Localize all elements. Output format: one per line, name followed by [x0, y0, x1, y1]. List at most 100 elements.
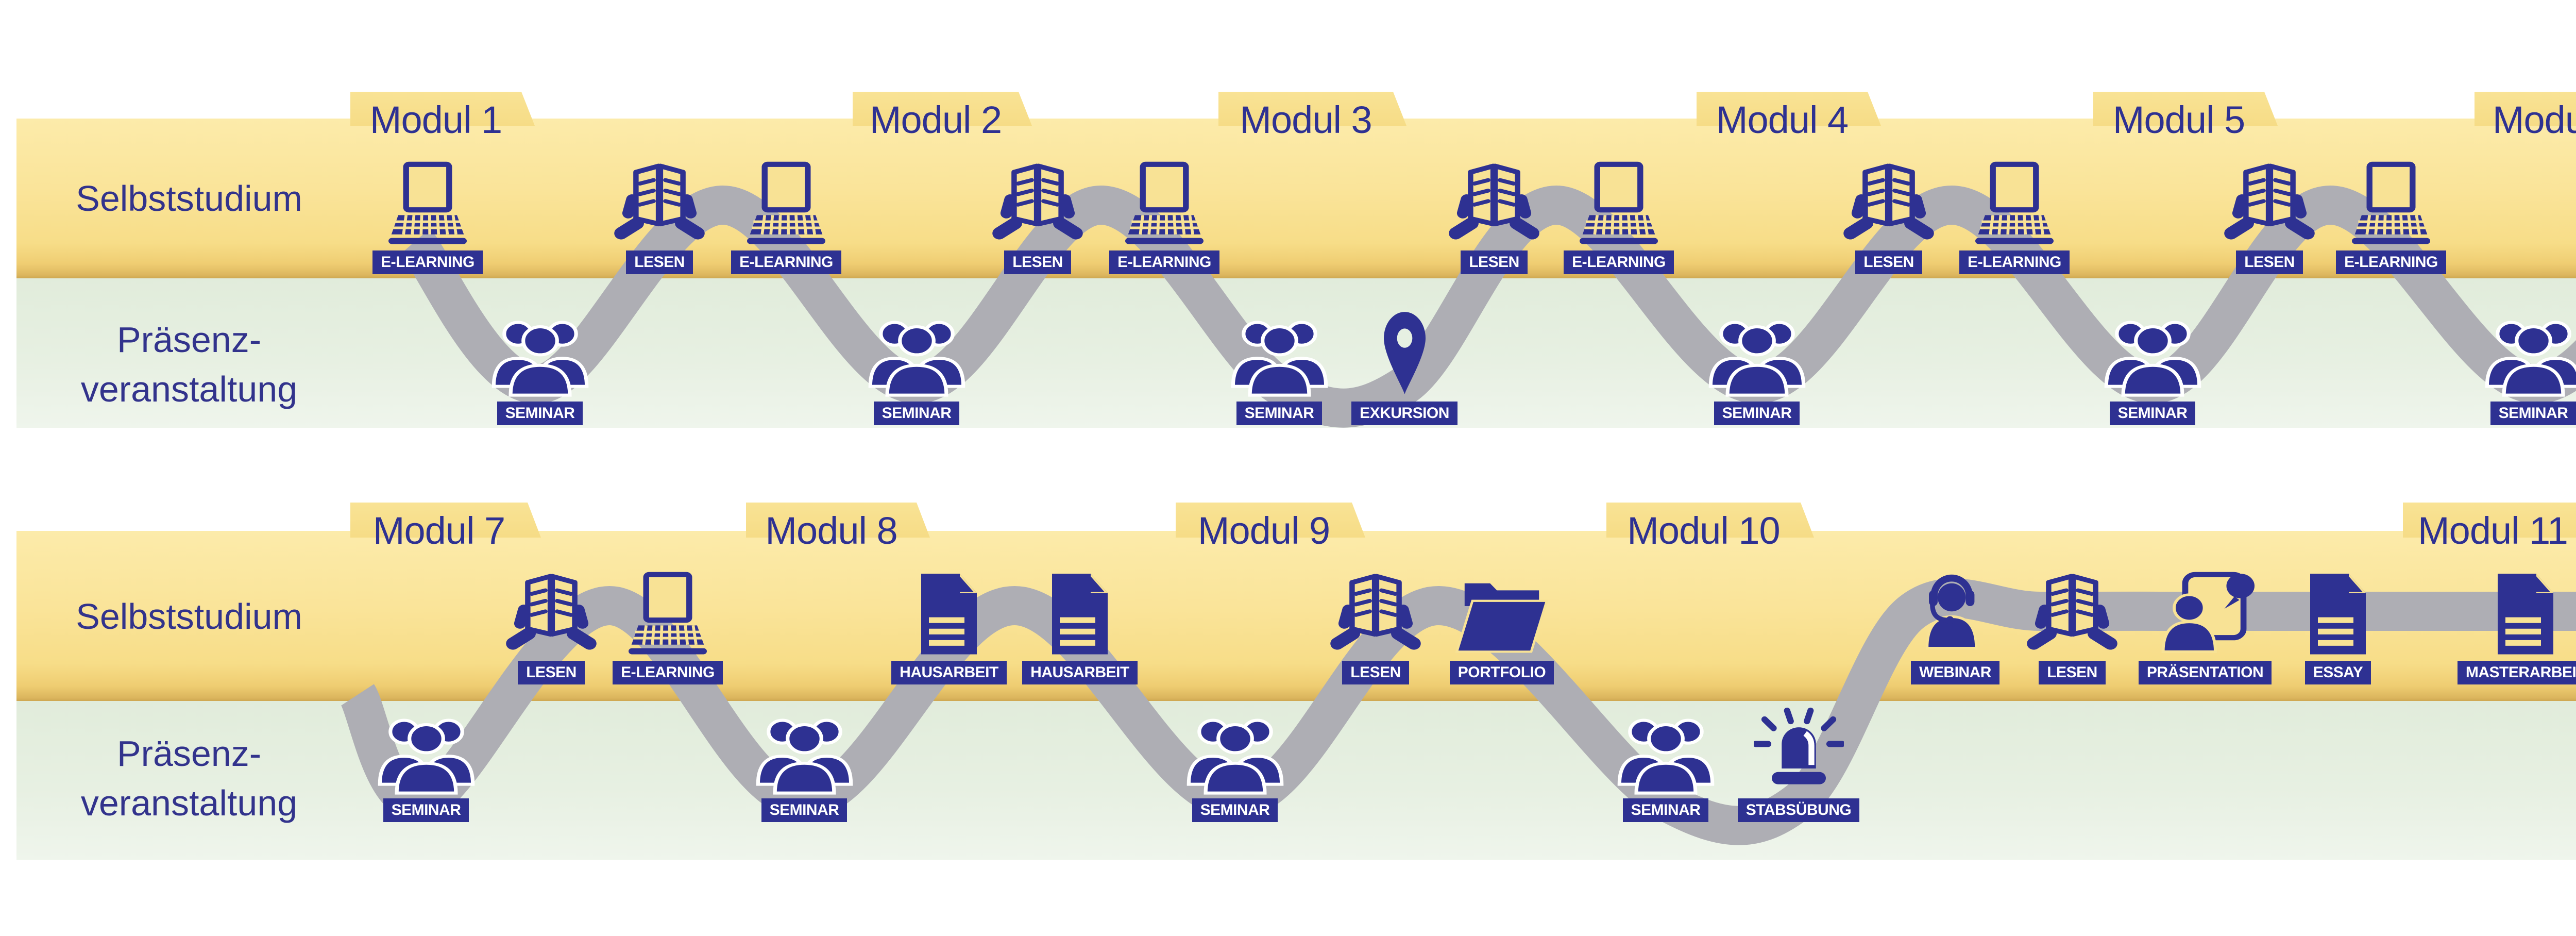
activity-icon-box: [1613, 707, 1719, 795]
activity-item: STABSÜBUNG: [1737, 707, 1860, 822]
activity-label: LESEN: [2236, 250, 2303, 274]
module-tab-shape: [853, 92, 1032, 126]
activity-icon-box: [2299, 571, 2377, 659]
praesenz-label-line1: Präsenz-: [116, 320, 262, 360]
activity-label: STABSÜBUNG: [1737, 798, 1860, 822]
activity-icon-box: [1840, 161, 1938, 248]
activity-icon-box: [737, 161, 835, 248]
activity-icon-box: [1453, 571, 1551, 659]
activity-label: LESEN: [1342, 661, 1409, 684]
activity-label: LESEN: [1855, 250, 1922, 274]
activity-item: SEMINAR: [1604, 707, 1727, 822]
activity-item: LESEN: [976, 161, 1099, 274]
module-tab: Modul 9: [1176, 503, 1365, 552]
activity-item: SEMINAR: [2471, 309, 2576, 425]
module-tab-shape: [2403, 503, 2576, 538]
activity-item: HAUSARBEIT: [1018, 571, 1142, 684]
presentation-icon: [2161, 572, 2255, 653]
activity-label: EXKURSION: [1351, 402, 1458, 425]
module-tab-shape: [2093, 92, 2278, 126]
activity-item: E-LEARNING: [2329, 161, 2453, 274]
activity-label: E-LEARNING: [2336, 250, 2446, 274]
activity-item: E-LEARNING: [366, 161, 489, 274]
activity-label: LESEN: [518, 661, 585, 684]
activity-label: HAUSARBEIT: [891, 661, 1007, 684]
praesenz-label-line2: veranstaltung: [80, 783, 298, 823]
activity-icon-box: [502, 571, 600, 659]
activity-item: LESEN: [1827, 161, 1951, 274]
seminar-group-icon: [1708, 321, 1805, 397]
module-tab: Modul 2: [853, 92, 1032, 141]
seminar-group-icon: [1617, 718, 1714, 795]
e-learning-laptop-icon: [388, 161, 467, 244]
module-tab-label: Modul 2: [869, 98, 1002, 141]
activity-icon-box: [379, 161, 477, 248]
activity-item: MASTERARBEIT: [2457, 571, 2576, 684]
activity-label: HAUSARBEIT: [1022, 661, 1138, 684]
seminar-group-icon: [2485, 321, 2576, 397]
activity-icon-box: [1327, 571, 1425, 659]
module-tab: Modul 6: [2475, 92, 2576, 141]
seminar-group-icon: [378, 718, 474, 795]
activity-item: LESEN: [2208, 161, 2331, 274]
activity-item: E-LEARNING: [1953, 161, 2076, 274]
activity-icon-box: [1370, 309, 1439, 397]
alarm-siren-icon: [1753, 707, 1844, 784]
activity-label: LESEN: [2039, 661, 2106, 684]
module-tab-label: Modul 1: [369, 98, 502, 141]
praesenz-label-line1: Präsenz-: [116, 733, 262, 774]
selbststudium-label-row2: Selbststudium: [76, 596, 302, 637]
module-tab: Modul 11: [2403, 503, 2576, 552]
module-tab-shape: [350, 92, 535, 126]
praesenz-label-row2: Präsenz- veranstaltung: [31, 729, 347, 828]
activity-label: WEBINAR: [1911, 661, 1999, 684]
activity-label: MASTERARBEIT: [2457, 661, 2576, 684]
activity-item: SEMINAR: [1217, 309, 1341, 425]
activity-item: PORTFOLIO: [1440, 571, 1564, 684]
activity-item: SEMINAR: [1695, 309, 1819, 425]
document-icon: [2498, 574, 2553, 655]
activity-icon-box: [1445, 161, 1543, 248]
e-learning-laptop-icon: [1975, 161, 2054, 244]
activity-icon-box: [619, 571, 717, 659]
module-tab-shape: [746, 503, 930, 538]
activity-item: HAUSARBEIT: [887, 571, 1011, 684]
activity-icon-box: [1570, 161, 1668, 248]
activity-icon-box: [1753, 707, 1844, 795]
activity-label: SEMINAR: [1192, 798, 1278, 822]
webinar-headset-icon: [1926, 574, 1978, 650]
activity-icon-box: [2487, 571, 2564, 659]
praesenz-label-line2: veranstaltung: [80, 369, 298, 409]
activity-label: SEMINAR: [497, 402, 583, 425]
activity-item: SEMINAR: [364, 707, 488, 822]
praesenz-label-row1: Präsenz- veranstaltung: [31, 315, 347, 414]
module-tab-label: Modul 7: [372, 509, 505, 552]
activity-icon-box: [989, 161, 1087, 248]
activity-label: SEMINAR: [761, 798, 848, 822]
reading-book-icon: [1330, 574, 1421, 650]
activity-item: SEMINAR: [1173, 707, 1297, 822]
activity-icon-box: [1704, 309, 1810, 397]
module-tab-label: Modul 10: [1627, 509, 1780, 552]
module-tab-label: Modul 3: [1240, 98, 1372, 141]
activity-icon-box: [2481, 309, 2576, 397]
activity-label: ESSAY: [2304, 661, 2371, 684]
activity-icon-box: [910, 571, 988, 659]
reading-book-icon: [506, 574, 597, 650]
module-tab-shape: [2475, 92, 2576, 126]
activity-icon-box: [1965, 161, 2063, 248]
activity-item: LESEN: [1314, 571, 1437, 684]
module-tab: Modul 10: [1606, 503, 1814, 552]
reading-book-icon: [992, 163, 1083, 240]
seminar-group-icon: [756, 718, 853, 795]
activity-item: LESEN: [489, 571, 613, 684]
e-learning-laptop-icon: [747, 161, 825, 244]
activity-label: SEMINAR: [2109, 402, 2196, 425]
module-tab: Modul 3: [1218, 92, 1406, 141]
module-tab-label: Modul 11: [2418, 509, 2568, 552]
module-tab-label: Modul 5: [2112, 98, 2245, 141]
activity-label: PORTFOLIO: [1449, 661, 1554, 684]
document-icon: [1052, 574, 1108, 655]
activity-icon-box: [2155, 571, 2256, 659]
activity-item: E-LEARNING: [1103, 161, 1226, 274]
